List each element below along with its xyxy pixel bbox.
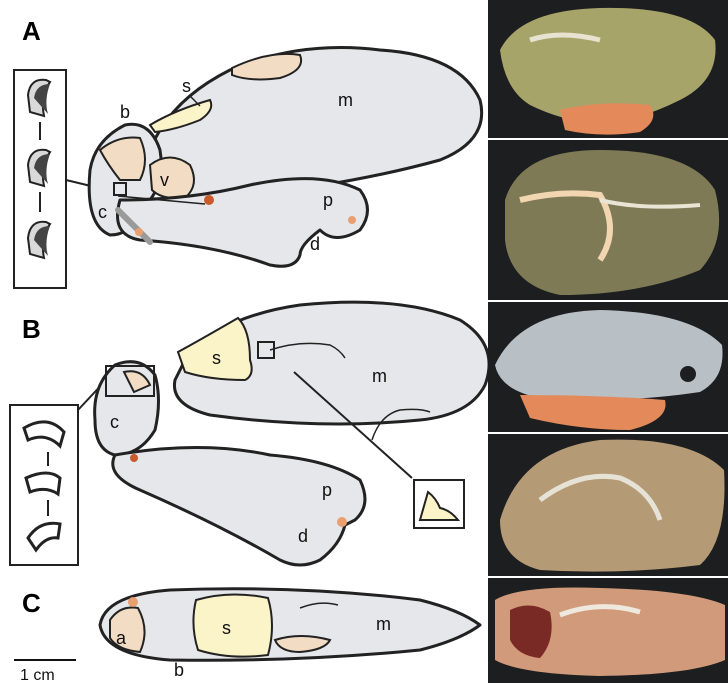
panel-b-label-d: d	[298, 526, 308, 546]
photo-a-top-arm	[560, 103, 653, 134]
panel-b-joint-1	[130, 454, 138, 462]
panel-label-a: A	[22, 16, 41, 46]
panel-c-label-b: b	[174, 660, 184, 680]
panel-a-label-p: p	[323, 190, 333, 210]
panel-c-label-a: a	[116, 628, 127, 648]
photo-column	[488, 0, 728, 683]
panel-b-joint-2	[337, 517, 347, 527]
panel-a-label-v: v	[160, 170, 169, 190]
panel-c-label-s: s	[222, 618, 231, 638]
panel-a-label-m: m	[338, 90, 353, 110]
photo-b-top-hole	[680, 366, 696, 382]
panel-b: B s m c p d	[10, 302, 489, 565]
panel-b-inset-sequence	[10, 405, 78, 565]
panel-c-sac-s	[193, 594, 272, 656]
panel-a-label-b: b	[120, 102, 130, 122]
panel-a-label-c: c	[98, 202, 107, 222]
panel-c-label-m: m	[376, 614, 391, 634]
panel-a-region-v	[150, 158, 194, 199]
scale-bar-label: 1 cm	[20, 667, 55, 683]
panel-b-label-m: m	[372, 366, 387, 386]
panel-label-c: C	[22, 588, 41, 618]
panel-a-joint-2	[135, 228, 143, 236]
panel-c: C a s m b 1 cm	[14, 588, 480, 683]
panel-a-label-s: s	[182, 76, 191, 96]
panel-a-joint-3	[348, 216, 356, 224]
panel-a-joint-1	[204, 195, 214, 205]
panel-c-joint-1	[128, 597, 138, 607]
inset-b-shape-2	[26, 473, 60, 494]
panel-b-arm-pd	[113, 448, 365, 566]
panel-b-label-s: s	[212, 348, 221, 368]
panel-a-inset-sequence	[14, 70, 66, 288]
panel-a: A s	[14, 16, 482, 288]
panel-b-inset-right	[414, 480, 464, 528]
panel-b-label-c: c	[110, 412, 119, 432]
panel-b-label-p: p	[322, 480, 332, 500]
panel-a-label-d: d	[310, 234, 320, 254]
panel-label-b: B	[22, 314, 41, 344]
